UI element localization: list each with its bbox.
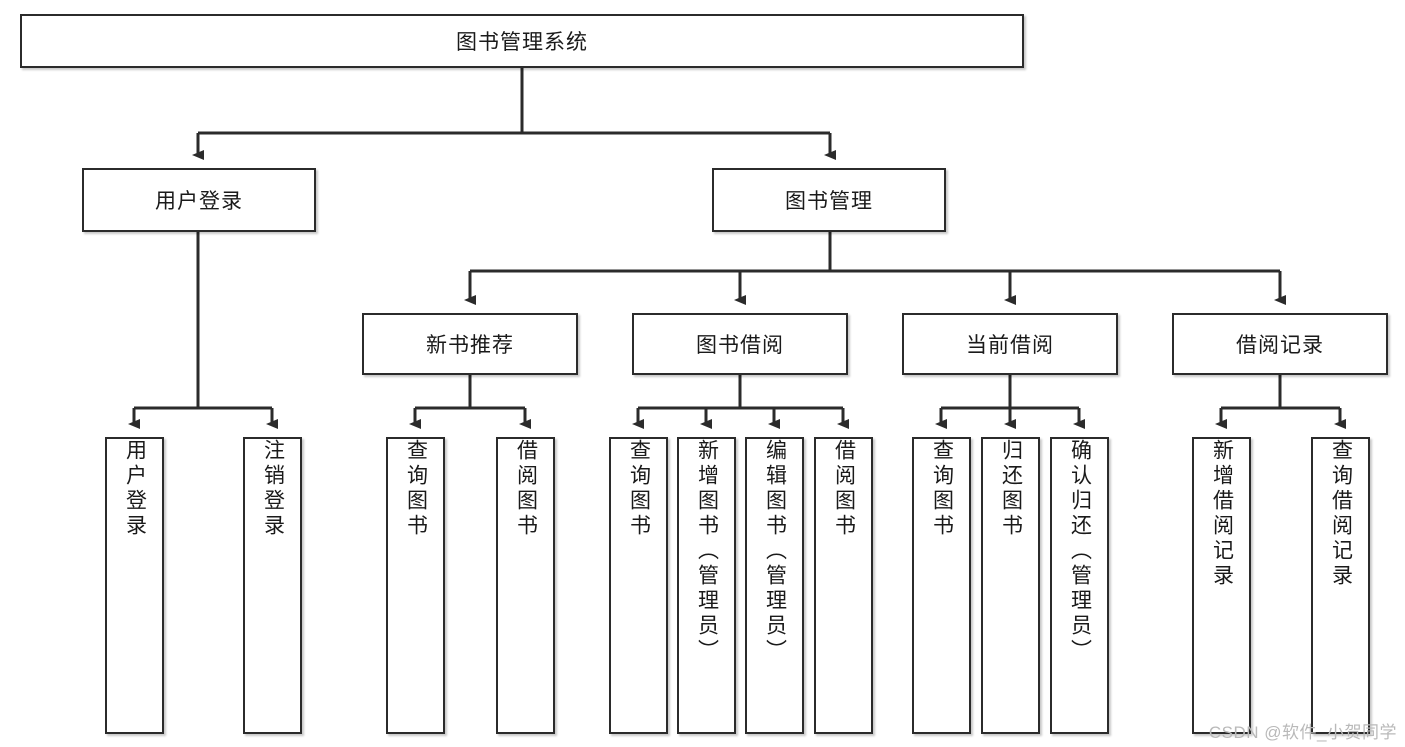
node-leaf-query-book-3[interactable]: 查询图书: [912, 437, 971, 734]
node-leaf-user-login[interactable]: 用户登录: [105, 437, 164, 734]
node-label: 查询图书: [404, 439, 428, 539]
node-label: 新增借阅记录: [1210, 439, 1234, 589]
node-label: 确认归还（管理员）: [1068, 439, 1092, 664]
node-label: 借阅图书: [832, 439, 856, 539]
node-root-book-management-system[interactable]: 图书管理系统: [20, 14, 1024, 68]
node-label: 图书管理: [785, 190, 873, 213]
node-label: 注销登录: [261, 439, 285, 539]
node-leaf-return-book[interactable]: 归还图书: [981, 437, 1040, 734]
node-leaf-edit-book[interactable]: 编辑图书（管理员）: [745, 437, 804, 734]
node-label: 当前借阅: [966, 334, 1054, 357]
node-leaf-borrow-book-2[interactable]: 借阅图书: [814, 437, 873, 734]
node-book-manage[interactable]: 图书管理: [712, 168, 946, 232]
node-leaf-logout[interactable]: 注销登录: [243, 437, 302, 734]
node-label: 查询图书: [627, 439, 651, 539]
watermark-text: CSDN @软件_小贺同学: [1208, 723, 1397, 742]
node-label: 新增图书（管理员）: [695, 439, 719, 664]
node-new-book-recommend[interactable]: 新书推荐: [362, 313, 578, 375]
node-leaf-add-book[interactable]: 新增图书（管理员）: [677, 437, 736, 734]
node-label: 用户登录: [123, 439, 147, 539]
node-user-login[interactable]: 用户登录: [82, 168, 316, 232]
node-current-borrow[interactable]: 当前借阅: [902, 313, 1118, 375]
node-leaf-borrow-book-1[interactable]: 借阅图书: [496, 437, 555, 734]
node-label: 查询借阅记录: [1329, 439, 1353, 589]
node-book-borrow[interactable]: 图书借阅: [632, 313, 848, 375]
node-label: 借阅图书: [514, 439, 538, 539]
node-leaf-add-record[interactable]: 新增借阅记录: [1192, 437, 1251, 734]
node-label: 借阅记录: [1236, 334, 1324, 357]
node-label: 图书借阅: [696, 334, 784, 357]
node-leaf-query-book-1[interactable]: 查询图书: [386, 437, 445, 734]
node-leaf-query-book-2[interactable]: 查询图书: [609, 437, 668, 734]
node-label: 查询图书: [930, 439, 954, 539]
node-label: 新书推荐: [426, 334, 514, 357]
node-label: 用户登录: [155, 190, 243, 213]
node-borrow-record[interactable]: 借阅记录: [1172, 313, 1388, 375]
node-leaf-query-record[interactable]: 查询借阅记录: [1311, 437, 1370, 734]
node-label: 编辑图书（管理员）: [763, 439, 787, 664]
node-label: 图书管理系统: [456, 31, 588, 54]
node-label: 归还图书: [999, 439, 1023, 539]
node-leaf-confirm-return[interactable]: 确认归还（管理员）: [1050, 437, 1109, 734]
